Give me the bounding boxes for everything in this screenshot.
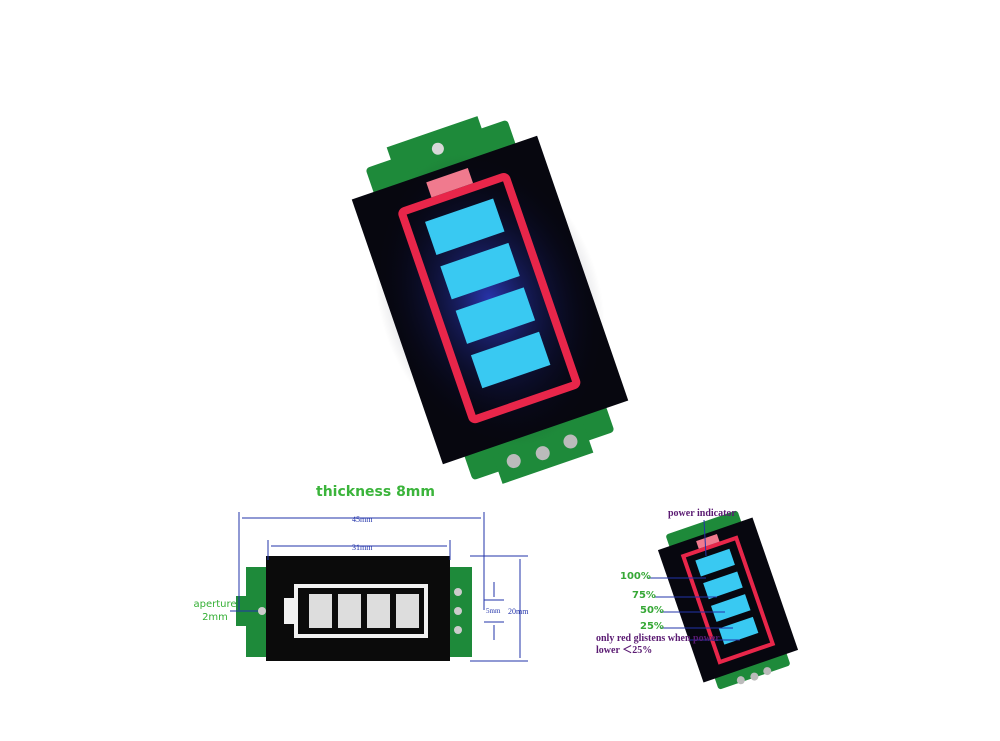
thickness-label: thickness 8mm (316, 484, 435, 500)
battery-cell-1 (425, 198, 505, 255)
battery-frame-red (398, 173, 581, 424)
power-indicator-label: power indicator (668, 508, 736, 519)
battery-cell-2 (440, 242, 520, 300)
mount-hole-top (431, 142, 444, 155)
battery-cap (426, 168, 474, 198)
level-25: 25% (640, 621, 664, 632)
dim-45mm: 45mm (352, 515, 373, 524)
dim-5mm: 5mm (486, 607, 501, 615)
aperture-hole (258, 607, 266, 615)
dim-31mm: 31mm (352, 543, 373, 552)
low-power-note: only red glistens when power lower ＜25% (596, 633, 720, 656)
battery-cell-4 (470, 331, 551, 389)
level-100: 100% (620, 571, 651, 582)
aperture-label: aperture 2mm (193, 599, 237, 623)
level-75: 75% (632, 590, 656, 601)
battery-cell-3 (455, 287, 536, 344)
level-50: 50% (640, 605, 664, 616)
dim-20mm: 20mm (508, 607, 529, 616)
